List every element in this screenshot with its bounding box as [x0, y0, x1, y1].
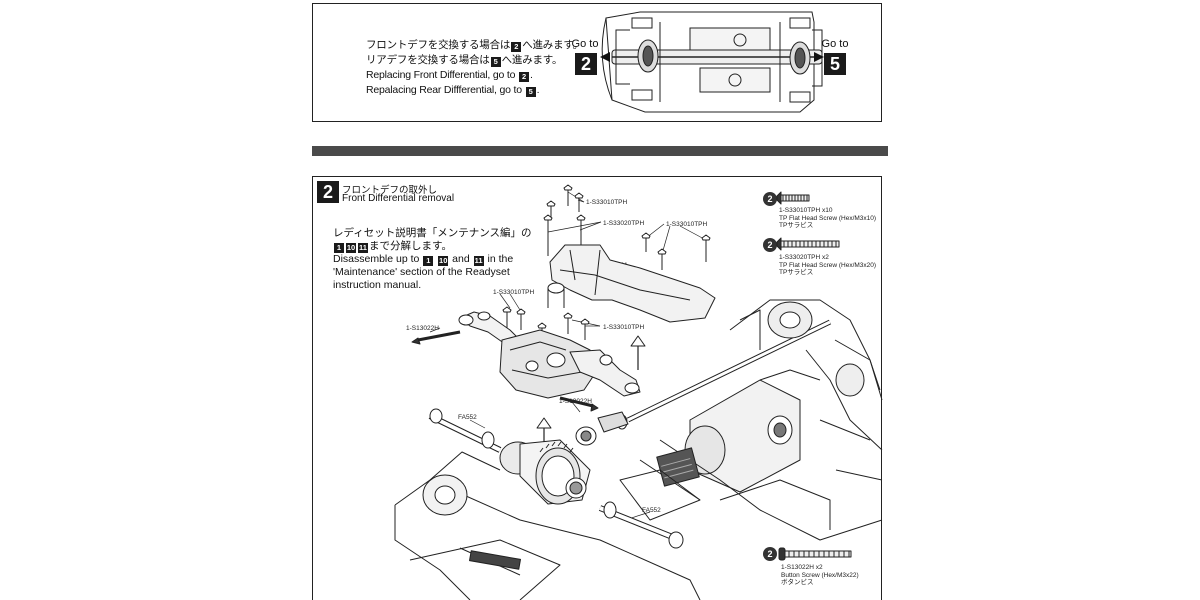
- instruction-en-in: in the: [487, 253, 514, 265]
- step-number-badge: 2: [317, 181, 339, 203]
- spec-1-jp: TPサラビス: [779, 222, 814, 229]
- spec-1-name: TP Flat Head Screw (Hex/M3x10): [779, 214, 877, 222]
- part-label-fa552-right: FA552: [642, 507, 661, 514]
- spec-2-jp: TPサラビス: [779, 269, 814, 276]
- spec-2: 1-S33020TPH x2 TP Flat Head Screw (Hex/M…: [779, 254, 876, 277]
- step-badge: 10: [346, 243, 356, 253]
- intro-line-4-text: Repalacing Rear Diffferential, go to: [366, 84, 522, 96]
- step-badge: 1: [423, 256, 434, 266]
- spec-1-step-badge: 2: [763, 192, 777, 206]
- step-badge: 5: [525, 87, 536, 97]
- part-label-s33020: 1-S33020TPH: [603, 220, 645, 227]
- go-to-right-label: Go to: [821, 38, 849, 50]
- instruction-jp-suffix: まで分解します。: [369, 240, 452, 252]
- step-badge: 10: [438, 256, 449, 266]
- step-title-jp: フロントデフの取外し: [342, 185, 438, 196]
- intro-line-2-suffix: へ進みます。: [501, 54, 563, 66]
- spec-3-name: Button Screw (Hex/M3x22): [781, 571, 859, 579]
- go-to-step-5-badge[interactable]: 5: [824, 53, 846, 75]
- part-label-fa552-left: FA552: [458, 414, 477, 421]
- instruction-en-and: and: [452, 253, 470, 265]
- intro-line-1-text: フロントデフを交換する場合は: [366, 39, 511, 51]
- section-divider: [312, 146, 888, 156]
- step-badge: 2: [511, 42, 522, 52]
- spec-2-step-badge: 2: [763, 238, 777, 252]
- intro-line-3-text: Replacing Front Differential, go to: [366, 69, 516, 81]
- instruction-en-text: Disassemble up to: [333, 253, 420, 265]
- instruction-en-line-1: Disassemble up to 1 10 and 11 in the: [333, 253, 513, 266]
- step-badge: 5: [490, 57, 501, 67]
- spec-2-code: 1-S33020TPH x2: [779, 254, 829, 261]
- intro-line-1-suffix: へ進みます。: [522, 39, 583, 51]
- intro-panel: [312, 3, 882, 122]
- go-to-left-label: Go to: [571, 38, 599, 50]
- instruction-en-line-3: instruction manual.: [333, 279, 422, 291]
- spec-1: 1-S33010TPH x10 TP Flat Head Screw (Hex/…: [779, 207, 876, 230]
- spec-3-step-badge: 2: [763, 547, 777, 561]
- part-label-s33010-top: 1-S33010TPH: [586, 199, 628, 206]
- part-label-fa501: FA501: [609, 262, 628, 269]
- part-label-s33010-mid: 1-S33010TPH: [603, 324, 645, 331]
- part-label-s13022-left: 1-S13022H: [406, 325, 439, 332]
- step-badge: 11: [473, 256, 484, 266]
- step-badge: 2: [518, 72, 529, 82]
- part-label-s33010-right: 1-S33010TPH: [666, 221, 708, 228]
- spec-3-jp: ボタンビス: [781, 579, 814, 586]
- step-badge: 11: [358, 243, 368, 253]
- part-label-s33010-left: 1-S33010TPH: [493, 289, 535, 296]
- instruction-jp-line-1: レディセット説明書「メンテナンス編」の: [333, 227, 532, 239]
- intro-line-2-text: リアデフを交換する場合は: [366, 54, 490, 66]
- spec-2-name: TP Flat Head Screw (Hex/M3x20): [779, 261, 877, 269]
- step-badge: 1: [334, 243, 344, 253]
- part-label-s13022-mid: 1-S13022H: [559, 398, 592, 405]
- instruction-en-line-2: 'Maintenance' section of the Readyset: [333, 266, 510, 278]
- spec-1-code: 1-S33010TPH x10: [779, 207, 833, 214]
- spec-3: 1-S13022H x2 Button Screw (Hex/M3x22) ボタ…: [781, 564, 859, 587]
- intro-line-4: Repalacing Rear Diffferential, go to 5.: [366, 84, 540, 97]
- go-to-step-2-badge[interactable]: 2: [575, 53, 597, 75]
- step-title-en: Front Differential removal: [342, 193, 455, 204]
- spec-3-code: 1-S13022H x2: [781, 564, 823, 571]
- intro-line-3: Replacing Front Differential, go to 2.: [366, 69, 533, 82]
